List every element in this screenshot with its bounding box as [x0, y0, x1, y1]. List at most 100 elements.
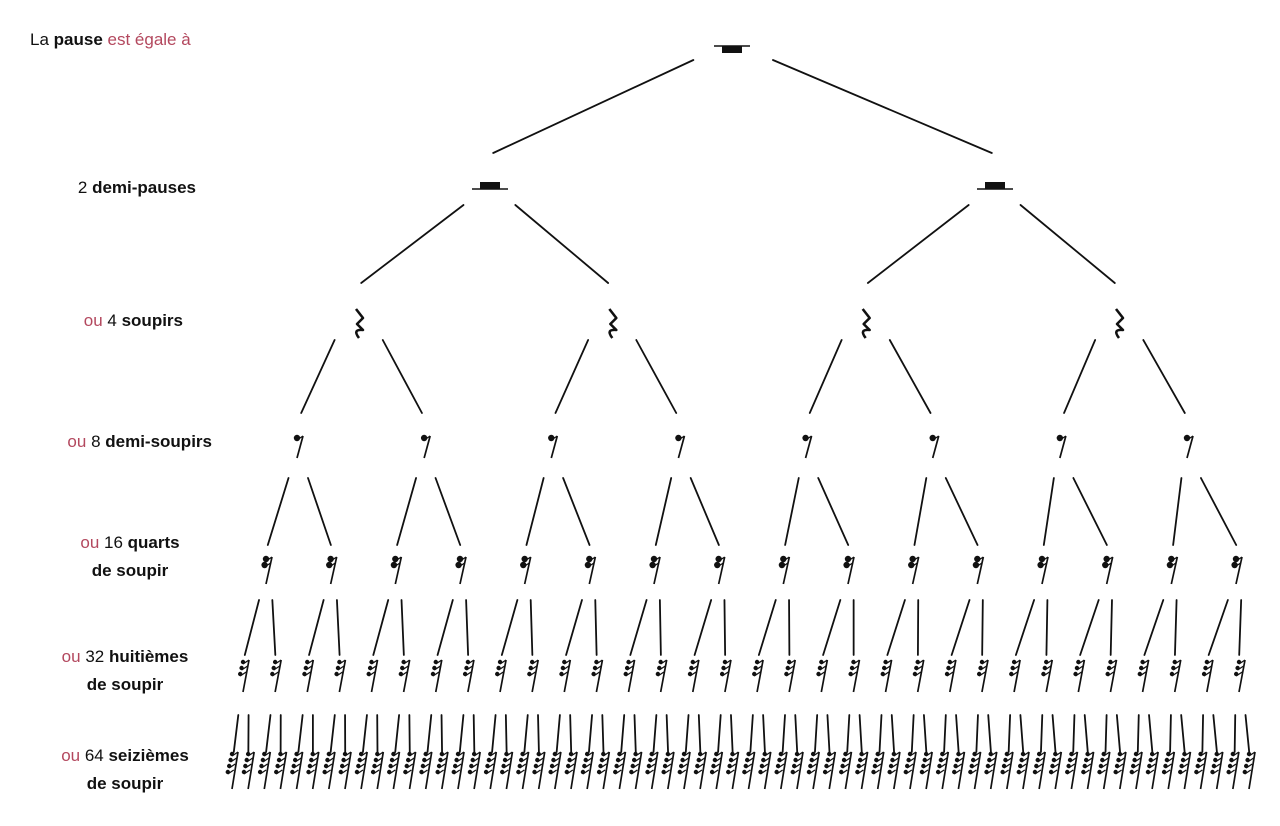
rest-flag-hook	[713, 763, 720, 769]
branch-line	[1109, 599, 1113, 656]
branch-line	[396, 477, 417, 546]
thirty-second-rest-icon	[430, 659, 443, 693]
rest-stem	[1059, 435, 1067, 459]
rest-flag-hook	[587, 562, 595, 568]
rest-flag-hook	[275, 769, 283, 775]
branch-line	[975, 714, 979, 753]
thirty-second-rest-icon	[944, 659, 957, 693]
branch-line	[1040, 714, 1044, 753]
rest-flag-hook	[820, 659, 828, 665]
rest-flag-hook	[1116, 763, 1124, 769]
branch-line	[400, 599, 405, 656]
branch-line	[1207, 599, 1229, 656]
sixty-fourth-rest-icon	[403, 751, 417, 790]
rest-stem	[1022, 751, 1030, 790]
branch-line	[1180, 714, 1186, 753]
rest-flag-hook	[755, 665, 763, 671]
eighth-rest-icon	[929, 434, 940, 459]
rest-flag-hook	[423, 435, 431, 441]
rest-flag-hook	[780, 751, 788, 757]
rest-flag-hook	[1196, 769, 1203, 775]
eighth-rest-icon	[1183, 434, 1194, 459]
rest-flag-hook	[328, 751, 336, 757]
rest-flag-hook	[1167, 751, 1175, 757]
branch-line	[749, 714, 754, 753]
rest-flag-hook	[278, 757, 286, 763]
branch-line	[525, 477, 545, 546]
rest-flag-hook	[932, 435, 940, 441]
rest-stem	[467, 659, 475, 693]
rest-flag-hook	[976, 556, 984, 562]
branch-line	[808, 339, 843, 414]
rest-stem	[1173, 659, 1182, 693]
rest-stem	[499, 659, 507, 693]
thirty-second-rest-icon	[1201, 659, 1214, 693]
rest-flag-hook	[660, 659, 668, 665]
rest-flag-hook	[1104, 562, 1112, 568]
label-seiziemes-number: 64	[84, 746, 109, 765]
branch-line	[620, 714, 626, 753]
thirty-second-rest-icon	[1009, 659, 1021, 693]
rest-flag-hook	[535, 763, 543, 769]
rest-stem	[1167, 751, 1176, 790]
sixty-fourth-rest-icon	[290, 751, 304, 790]
rest-flag-hook	[1205, 665, 1212, 671]
sixty-fourth-rest-icon	[871, 751, 885, 790]
rest-flag-hook	[761, 763, 769, 769]
rest-flag-hook	[1010, 671, 1018, 677]
rest-flag-hook	[561, 671, 568, 677]
rest-flag-hook	[924, 757, 932, 763]
half-rest-block	[480, 182, 500, 189]
branch-line	[381, 339, 423, 414]
rest-stem	[1170, 556, 1179, 585]
rest-flag-hook	[271, 671, 279, 677]
rest-flag-hook	[1108, 665, 1116, 671]
branch-line	[822, 599, 842, 656]
branch-line	[1200, 477, 1238, 546]
rest-flag-hook	[1238, 659, 1246, 665]
rest-flag-hook	[941, 751, 949, 757]
rest-flag-hook	[667, 751, 675, 757]
rest-flag-hook	[403, 659, 411, 665]
rest-stem	[394, 556, 403, 585]
rest-flag-hook	[496, 671, 504, 677]
rest-flag-hook	[501, 769, 509, 775]
half-rest-icon	[472, 182, 508, 190]
branch-line	[232, 714, 240, 753]
branch-line	[1244, 714, 1251, 753]
rest-flag-hook	[906, 763, 914, 769]
branch-line	[565, 599, 583, 656]
rest-stem	[1135, 751, 1143, 790]
rest-flag-hook	[819, 665, 827, 671]
rest-flag-hook	[691, 665, 698, 671]
rest-stem	[1248, 751, 1256, 790]
branch-line	[689, 477, 720, 546]
quarter-rest-icon	[354, 308, 365, 339]
rest-flag-hook	[344, 751, 352, 757]
branch-line	[537, 714, 540, 753]
branch-line	[717, 714, 722, 753]
rest-flag-hook	[296, 751, 303, 757]
rest-flag-hook	[1040, 562, 1047, 568]
rest-flag-hook	[746, 757, 754, 763]
branch-line	[923, 714, 928, 753]
rest-flag-hook	[723, 665, 730, 671]
rest-flag-hook	[1038, 751, 1046, 757]
rest-stem	[931, 435, 940, 459]
branch-line	[629, 599, 648, 656]
rest-flag-hook	[792, 769, 800, 775]
rest-flag-hook	[1248, 751, 1256, 757]
rest-flag-hook	[786, 671, 793, 677]
rest-flag-hook	[459, 556, 467, 562]
sixty-fourth-rest-icon	[1145, 751, 1159, 790]
label-quarts-bold: quarts	[127, 533, 180, 552]
branch-line	[1172, 477, 1183, 546]
rest-flag-hook	[312, 751, 320, 757]
rest-flag-hook	[498, 665, 505, 671]
branch-line	[890, 714, 895, 753]
rest-flag-hook	[435, 659, 443, 665]
rest-flag-hook	[600, 763, 607, 769]
sixty-fourth-rest-icon	[726, 751, 740, 790]
rest-flag-hook	[330, 556, 338, 562]
rest-flag-hook	[1163, 769, 1171, 775]
